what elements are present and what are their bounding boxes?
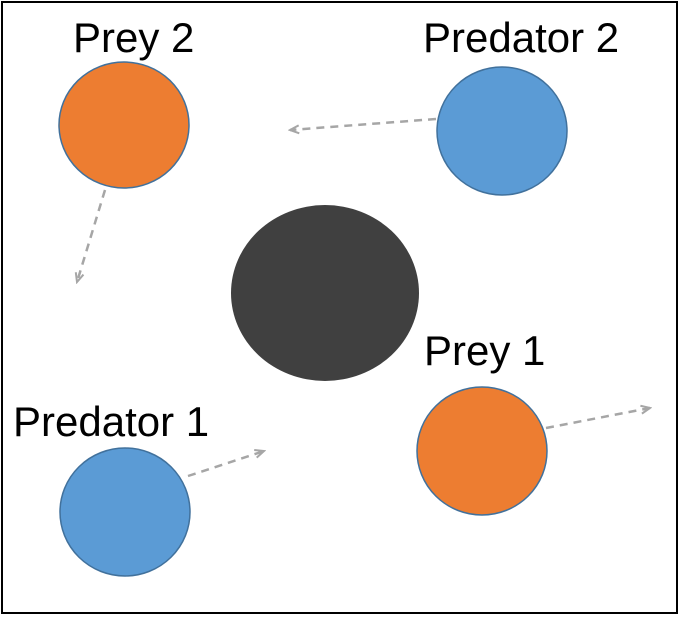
- predator-2-label: Predator 2: [423, 14, 619, 61]
- predator-1-label: Predator 1: [13, 398, 209, 445]
- predator-1-circle: [59, 447, 191, 577]
- predator-2-movement-arrow: [290, 117, 437, 130]
- prey-1-label: Prey 1: [424, 327, 545, 374]
- predator-2-circle: [436, 66, 568, 196]
- prey-2-movement-arrow: [77, 189, 107, 282]
- prey-2-label: Prey 2: [73, 14, 194, 61]
- prey-1-circle: [416, 386, 548, 516]
- obstacle-circle: [231, 205, 419, 381]
- prey-1-movement-arrow: [545, 408, 650, 430]
- prey-2-circle: [58, 61, 190, 189]
